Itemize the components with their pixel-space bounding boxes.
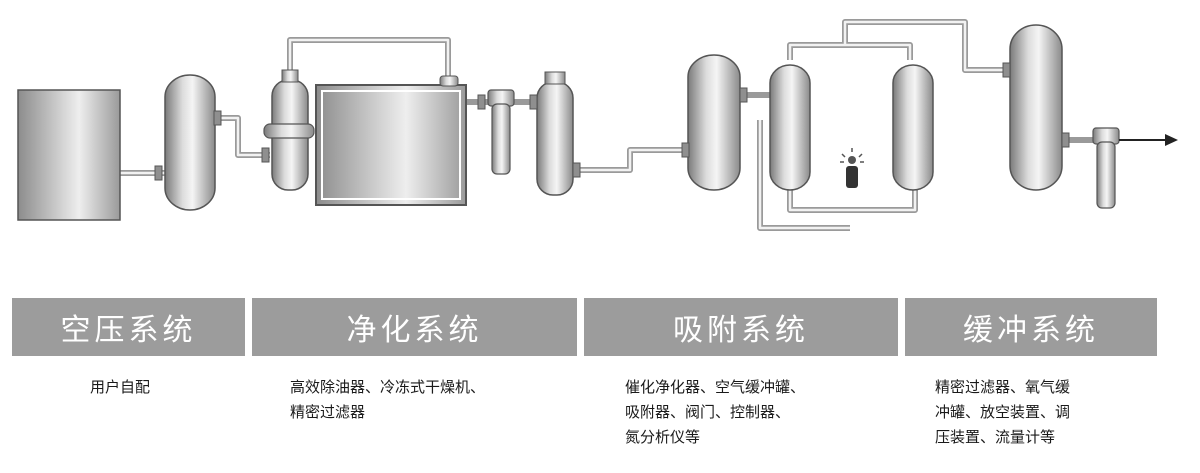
process-flow-diagram — [17, 19, 1178, 231]
refrigerated-dryer — [315, 75, 467, 206]
control-valve-indicator — [840, 148, 864, 188]
air-receiver — [536, 71, 574, 196]
section-band-purification: 净化系统 — [252, 298, 577, 356]
section-description-buffer: 精密过滤器、氧气缓 冲罐、放空装置、调 压装置、流量计等 — [935, 378, 1071, 446]
air-compressor — [17, 89, 121, 221]
air-buffer-tank — [164, 74, 216, 211]
flanges — [154, 62, 1070, 181]
section-band-buffer: 缓冲系统 — [905, 298, 1157, 356]
adsorber-left — [769, 64, 811, 191]
adsorber-right — [892, 64, 934, 191]
precision-filter-1 — [487, 89, 515, 175]
section-description-purification: 高效除油器、冷冻式干燥机、 精密过滤器 — [290, 378, 486, 421]
section-description-air-compression: 用户自配 — [90, 378, 151, 396]
oil-remover — [263, 69, 315, 191]
outlet-arrow — [1119, 134, 1178, 146]
catalytic-purifier — [687, 54, 741, 191]
precision-filter-2 — [1092, 127, 1120, 209]
section-band-adsorption: 吸附系统 — [584, 298, 898, 356]
section-band-air-compression: 空压系统 — [12, 298, 245, 356]
section-description-adsorption: 催化净化器、空气缓冲罐、 吸附器、阀门、控制器、 氮分析仪等 — [625, 378, 806, 446]
oxygen-buffer-tank — [1009, 24, 1063, 191]
